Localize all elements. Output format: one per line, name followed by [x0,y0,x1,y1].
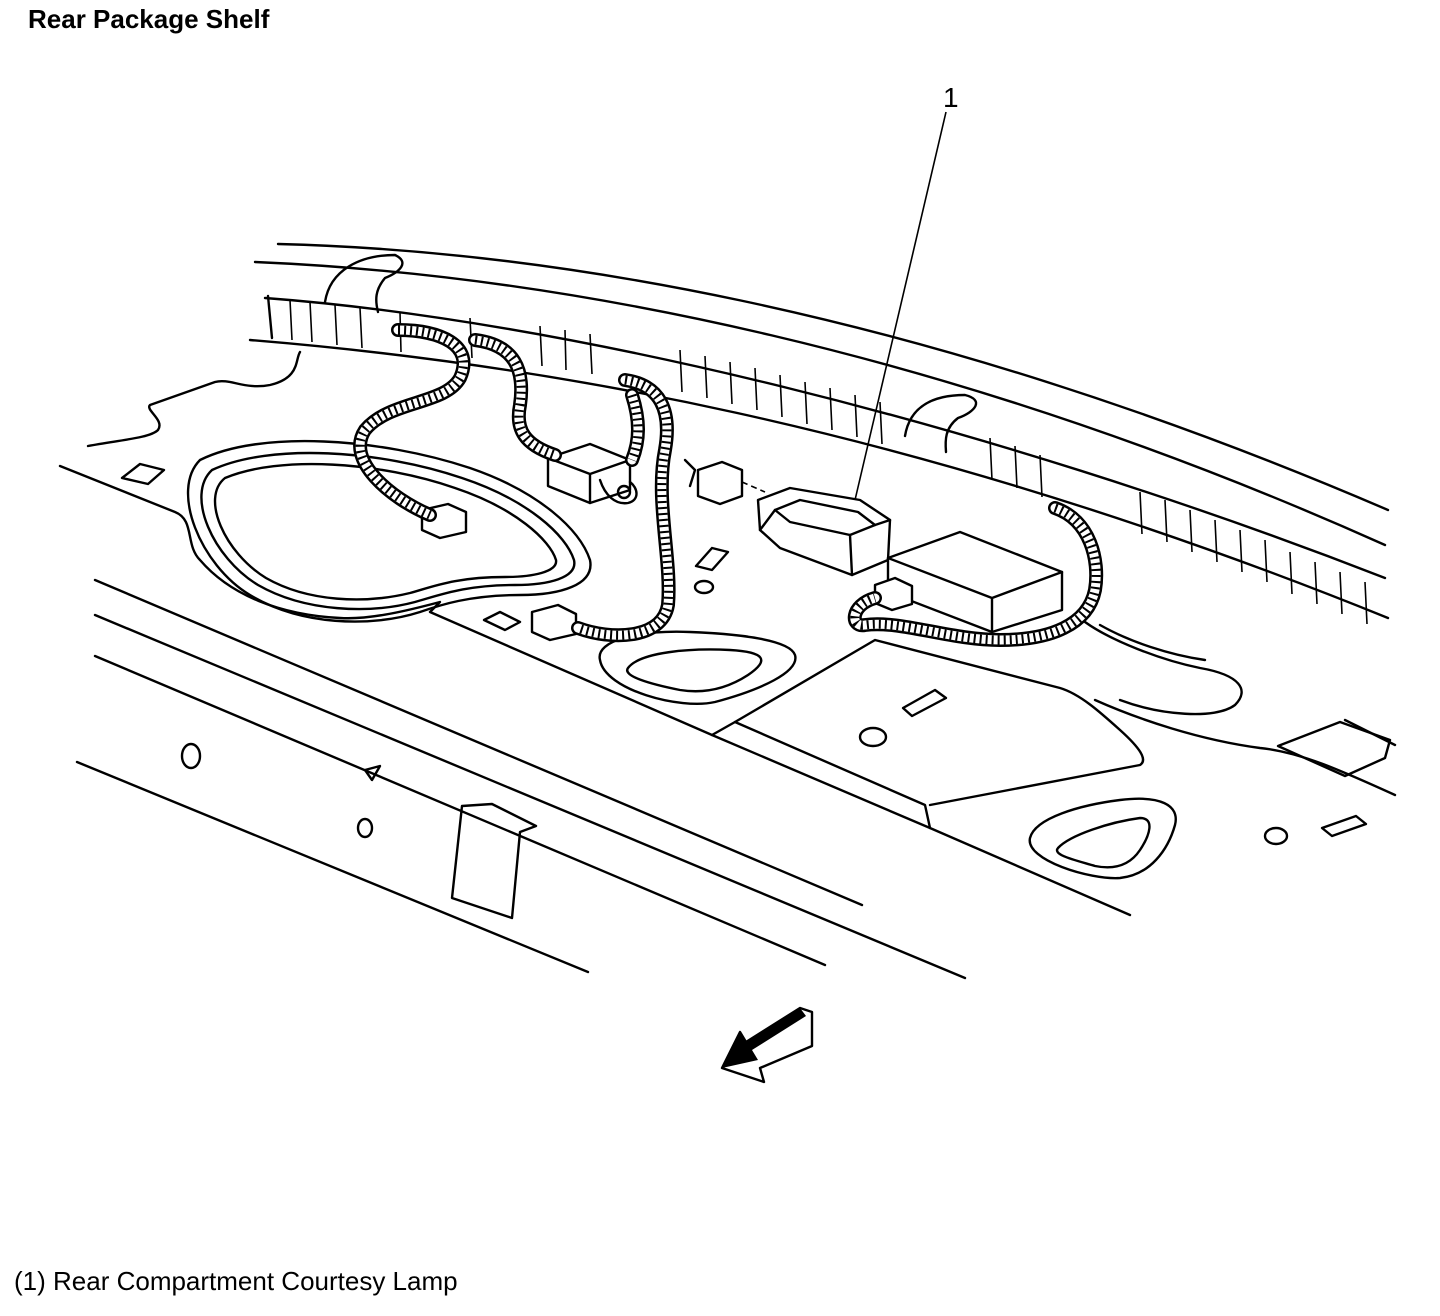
trim-bracket-right [903,393,978,454]
connector-upper [683,458,744,506]
package-shelf-panel [58,350,1397,917]
shelf-front-rails [75,578,967,980]
wiring-harness [353,323,1104,647]
connector-center [546,442,638,505]
connector-lower [530,603,578,642]
callout-leader-1 [854,111,947,501]
shelf-slots [120,462,1392,846]
wiring-module [873,530,1064,634]
shelf-openings [598,620,1243,880]
shelf-bracket-front [450,802,538,920]
legend-item-1: (1) Rear Compartment Courtesy Lamp [14,1266,458,1296]
trim-ribs [289,299,1368,625]
rear-compartment-courtesy-lamp [756,486,892,577]
trim-bracket-left [323,253,404,314]
diagram-title: Rear Package Shelf [28,4,270,34]
callout-number-1: 1 [943,82,959,113]
forward-arrow-icon [720,1006,814,1084]
speaker-opening [186,439,592,623]
